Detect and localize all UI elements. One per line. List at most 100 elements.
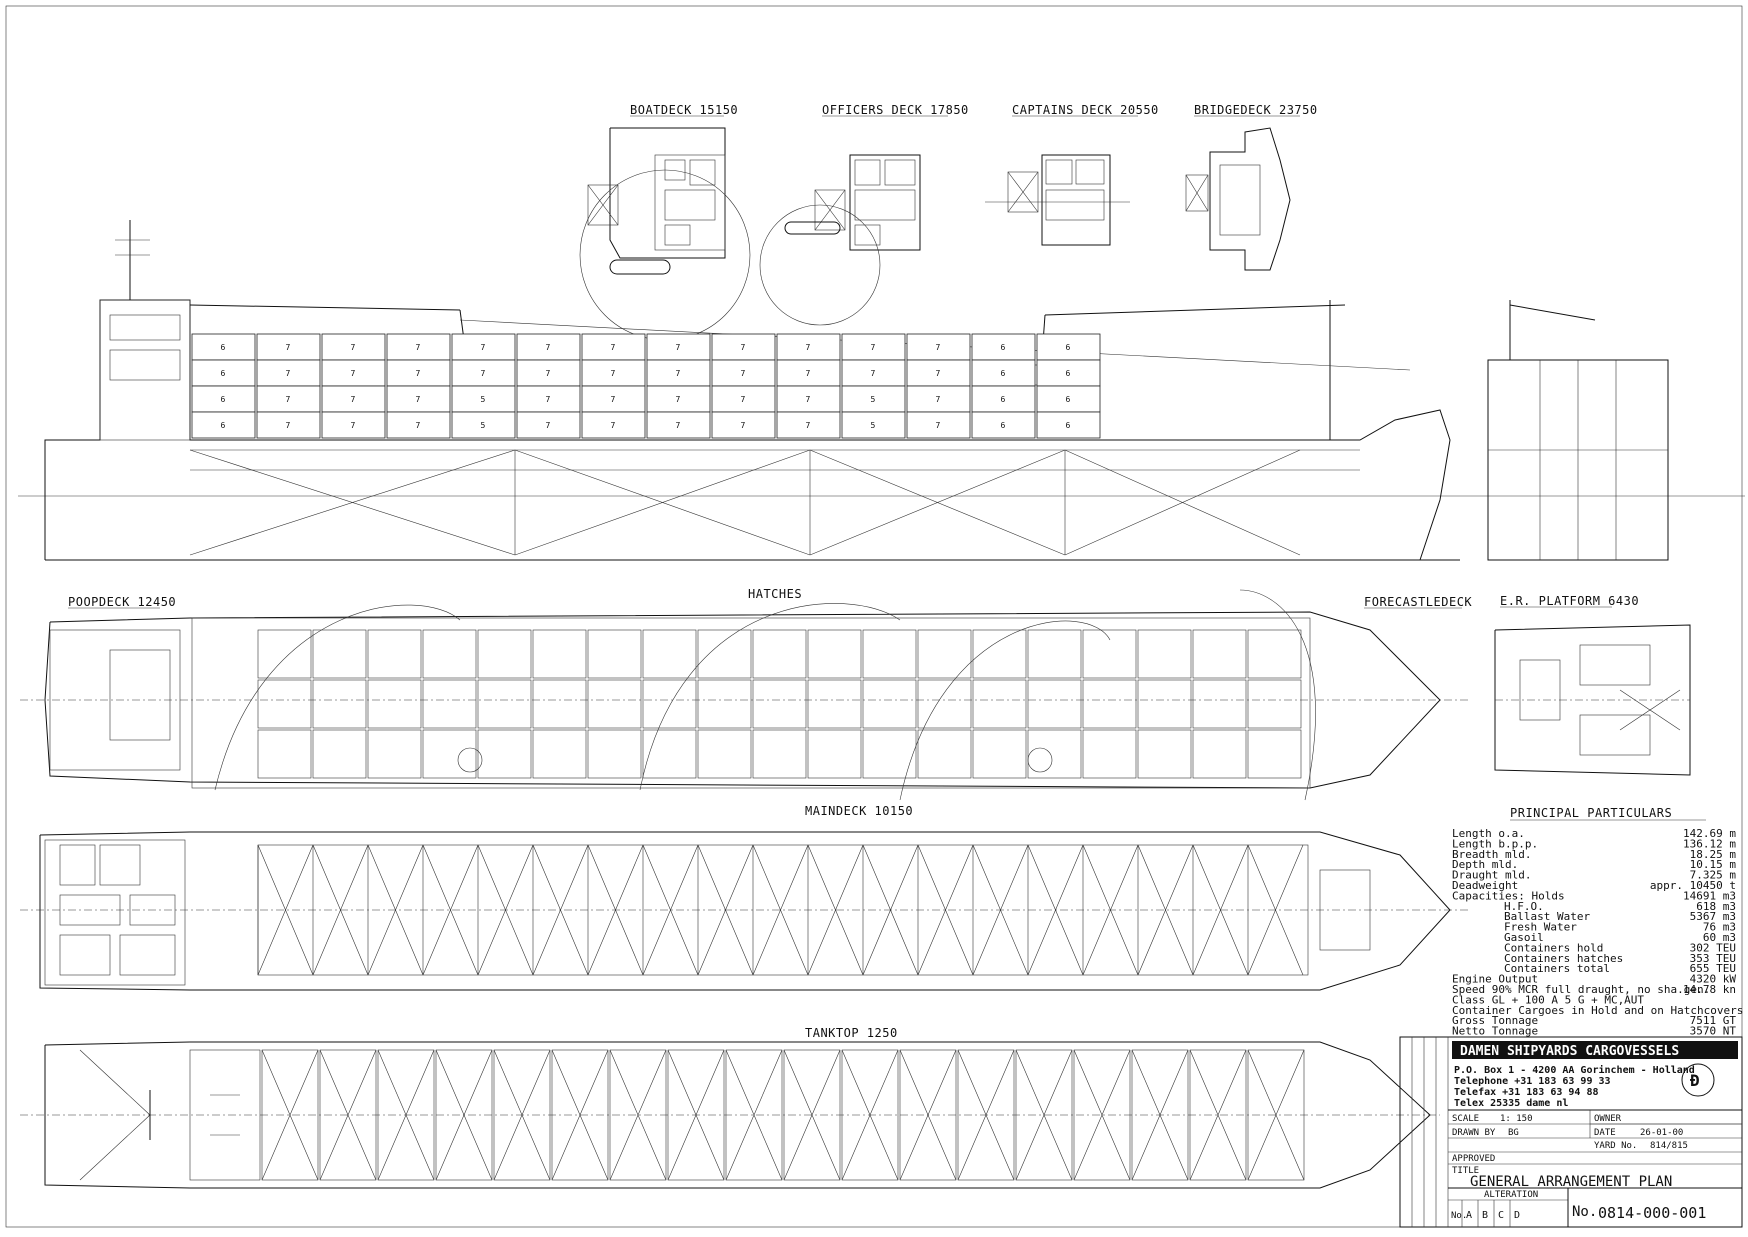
address-line: Telephone +31 183 63 99 33 [1454, 1076, 1611, 1087]
hatches-plan [20, 589, 1470, 801]
container-tier-label: 7 [741, 421, 746, 430]
container-tier-label: 7 [286, 421, 291, 430]
container-tier-label: 7 [351, 395, 356, 404]
address-line: Telex 25335 dame nl [1454, 1098, 1568, 1109]
container-tier-label: 7 [936, 421, 941, 430]
particular-value: 14691 m3 [1683, 889, 1736, 902]
hatch-cover-panel [532, 729, 587, 779]
hatch-cover-panel [1082, 629, 1137, 679]
container-tier-label: 7 [936, 369, 941, 378]
hatch-cover-panel [257, 629, 312, 679]
scale-value: 1: 150 [1500, 1114, 1533, 1124]
deck-container [841, 333, 906, 361]
particular-value: 7511 GT [1690, 1014, 1737, 1027]
deck-container [321, 359, 386, 387]
container-tier-label: 6 [221, 369, 226, 378]
particular-value: 3570 NT [1690, 1025, 1737, 1038]
container-tier-label: 7 [286, 369, 291, 378]
deck-container [906, 385, 971, 413]
hatch-cover-panel [1137, 629, 1192, 679]
deck-container [646, 359, 711, 387]
deck-container [711, 385, 776, 413]
tank-cell [783, 1049, 841, 1181]
container-tier-label: 7 [676, 343, 681, 352]
hatch-cover-panel [752, 629, 807, 679]
sheet-border [5, 5, 1743, 1228]
owner-label: OWNER [1594, 1114, 1622, 1124]
container-tier-label: 6 [1001, 369, 1006, 378]
deck-container [1036, 359, 1101, 387]
hatch-cover-panel [1137, 679, 1192, 729]
revision-no-label: No. [1451, 1211, 1467, 1221]
tank-cell [1247, 1049, 1305, 1181]
deck-container [776, 385, 841, 413]
deck-container [841, 359, 906, 387]
date-label: DATE [1594, 1128, 1616, 1138]
container-tier-label: 6 [1001, 395, 1006, 404]
hatch-cover-panel [1027, 629, 1082, 679]
svg-text:Ð: Ð [1690, 1071, 1700, 1090]
deck-container [646, 333, 711, 361]
drawing-title: GENERAL ARRANGEMENT PLAN [1470, 1174, 1672, 1190]
tanktop-tank-bracing [261, 1049, 1305, 1181]
deck-container [776, 359, 841, 387]
container-tier-label: 7 [806, 369, 811, 378]
hold-brace [1247, 844, 1304, 976]
particular-label: Length b.p.p. [1452, 837, 1538, 850]
tank-cell [319, 1049, 377, 1181]
label-poopdeck: POOPDECK 12450 [68, 595, 176, 609]
hatch-cover-panel [1027, 679, 1082, 729]
hatch-cover-panel [752, 729, 807, 779]
container-tier-label: 7 [416, 421, 421, 430]
hold-brace [752, 844, 809, 976]
tank-cell [609, 1049, 667, 1181]
hold-brace [422, 844, 479, 976]
tank-brace [1131, 1049, 1189, 1181]
particular-label: Draught mld. [1452, 869, 1531, 882]
drawing-number: 0814-000-001 [1598, 1204, 1706, 1222]
container-tier-label: 7 [676, 395, 681, 404]
hatch-cover-panel [807, 679, 862, 729]
scale-label: SCALE [1452, 1114, 1479, 1124]
company-address: P.O. Box 1 - 4200 AA Gorinchem - Holland… [1454, 1064, 1695, 1109]
particular-value: 18.25 m [1690, 848, 1737, 861]
particular-value: 10.15 m [1690, 858, 1737, 871]
hatch-cover-panel [1247, 629, 1302, 679]
container-tier-label: 7 [806, 421, 811, 430]
container-tier-label: 6 [1066, 421, 1071, 430]
hold-brace [1192, 844, 1249, 976]
container-tier-label: 7 [286, 395, 291, 404]
deck-container [711, 411, 776, 439]
midship-section-view [1487, 300, 1669, 561]
principal-particulars-title: PRINCIPAL PARTICULARS [1510, 806, 1672, 820]
container-tier-label: 7 [741, 343, 746, 352]
particular-label: Breadth mld. [1452, 848, 1531, 861]
particular-value: appr. 10450 t [1650, 879, 1736, 892]
hatch-cover-panel [587, 729, 642, 779]
deck-container [906, 411, 971, 439]
hatch-cover-panel [422, 729, 477, 779]
container-tier-label: 6 [221, 395, 226, 404]
hold-brace [367, 844, 424, 976]
deck-container [451, 411, 516, 439]
particular-label: Engine Output [1452, 973, 1538, 986]
container-tier-label: 7 [546, 343, 551, 352]
deck-container [451, 333, 516, 361]
hatch-cover-panel [1192, 679, 1247, 729]
label-captains-deck: CAPTAINS DECK 20550 [1012, 103, 1159, 117]
container-tier-label: 7 [546, 421, 551, 430]
deck-container [711, 333, 776, 361]
container-tier-label: 7 [936, 395, 941, 404]
particular-value: 14.78 kn [1683, 983, 1736, 996]
company-name: DAMEN SHIPYARDS CARGOVESSELS [1460, 1044, 1679, 1059]
deck-container [646, 411, 711, 439]
deck-container [711, 359, 776, 387]
hatch-cover-panel [367, 629, 422, 679]
hold-brace [917, 844, 974, 976]
hatch-cover-panel [807, 729, 862, 779]
tank-brace [493, 1049, 551, 1181]
tank-cell [493, 1049, 551, 1181]
captains-deck-plan [985, 154, 1130, 246]
